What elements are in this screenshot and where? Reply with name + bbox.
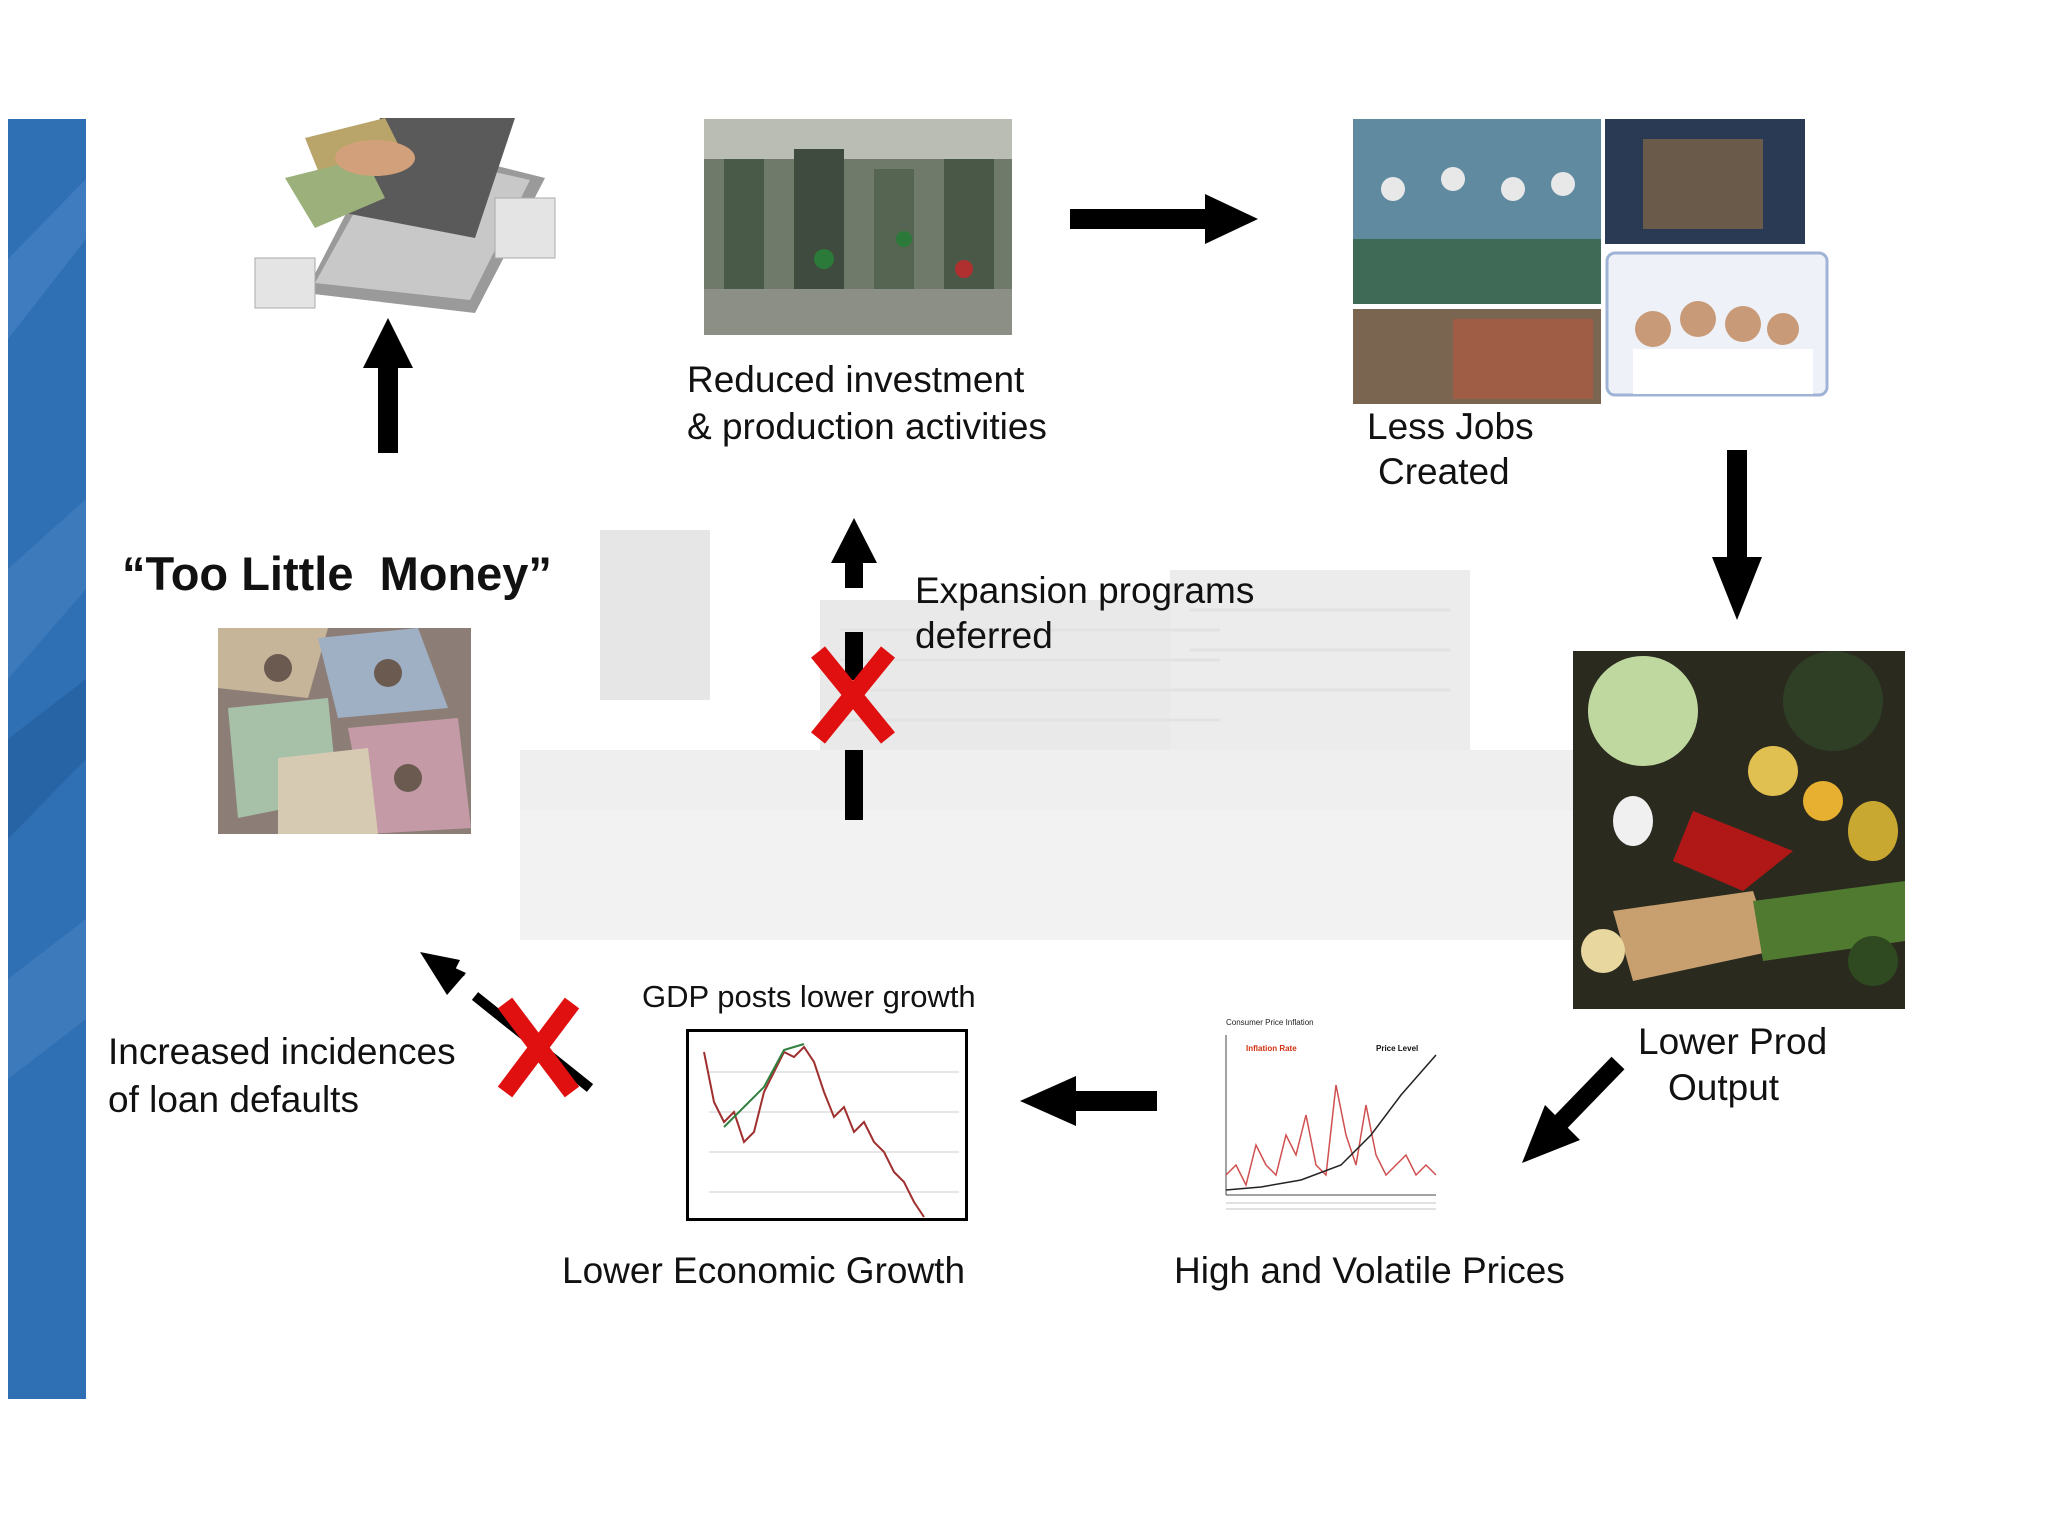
arrow-up-to-laptop <box>363 318 413 453</box>
lower-prod-label-1: Lower Prod <box>1638 1021 1828 1062</box>
accent-bar-pattern <box>8 179 86 1079</box>
lower-prod-label-2: Output <box>1668 1067 1780 1108</box>
banknotes-image <box>218 628 471 834</box>
cross-mark-center <box>811 646 895 744</box>
stock-chart-image <box>686 1029 968 1221</box>
cpi-chart-image: Consumer Price Inflation Inflation Rate … <box>1201 1015 1446 1215</box>
laptop-money-image <box>245 118 565 313</box>
less-jobs-label-1: Less Jobs <box>1367 406 1534 447</box>
high-prices-label: High and Volatile Prices <box>1174 1250 1565 1291</box>
workers-image <box>1353 119 1833 404</box>
loan-defaults-label-2: of loan defaults <box>108 1079 359 1120</box>
gdp-posts-label: GDP posts lower growth <box>642 979 976 1014</box>
less-jobs-label-2: Created <box>1378 451 1510 492</box>
arrow-right-to-jobs <box>1070 194 1258 244</box>
arrow-left-to-growth <box>1020 1076 1157 1126</box>
left-accent-bar <box>8 119 86 1399</box>
arrow-up-to-investment <box>831 518 877 820</box>
reduced-investment-label-1: Reduced investment <box>687 359 1025 400</box>
lower-growth-label: Lower Economic Growth <box>562 1250 966 1291</box>
cpi-legend-inflation: Inflation Rate <box>1246 1044 1297 1053</box>
background-cityscape <box>520 520 1620 940</box>
vegetables-image <box>1573 651 1905 1009</box>
cpi-legend-price: Price Level <box>1376 1044 1418 1053</box>
expansion-label-1: Expansion programs <box>915 570 1255 611</box>
reduced-investment-label-2: & production activities <box>687 406 1047 447</box>
cross-mark-loan <box>497 997 580 1098</box>
arrow-diagonal-to-prices <box>1522 1056 1625 1163</box>
factory-image <box>704 119 1012 335</box>
loan-defaults-label-1: Increased incidences <box>108 1031 456 1072</box>
expansion-label-2: deferred <box>915 615 1053 656</box>
cpi-chart-title: Consumer Price Inflation <box>1226 1018 1314 1027</box>
too-little-money-label: “Too Little Money” <box>122 547 552 600</box>
arrow-down-to-output <box>1712 450 1762 620</box>
